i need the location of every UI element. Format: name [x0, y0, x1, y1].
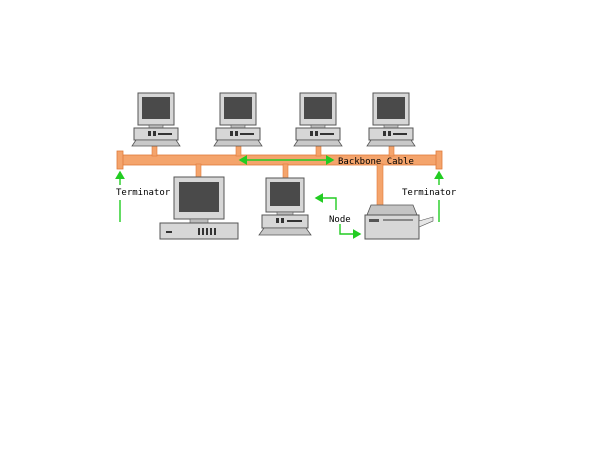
terminator-left-label: Terminator [116, 188, 171, 198]
node-label: Node [329, 215, 351, 225]
desktop-computer-icon [131, 92, 181, 147]
printer-icon [364, 204, 434, 240]
desktop-computer-icon [293, 92, 343, 147]
terminator-left-icon [116, 150, 124, 170]
terminator-right-label: Terminator [402, 188, 457, 198]
tower-computer-icon [159, 176, 239, 240]
drop-cables-top [151, 145, 395, 157]
backbone-cable-label: Backbone Cable [338, 157, 414, 167]
arrows [115, 155, 444, 239]
desktop-computer-icon [258, 177, 312, 236]
node-arrow-to-computer-icon [314, 193, 337, 210]
desktop-computer-icon [213, 92, 263, 147]
desktop-computer-icon [366, 92, 416, 147]
terminator-right-icon [435, 150, 443, 170]
node-arrow-to-printer-icon [339, 224, 362, 239]
